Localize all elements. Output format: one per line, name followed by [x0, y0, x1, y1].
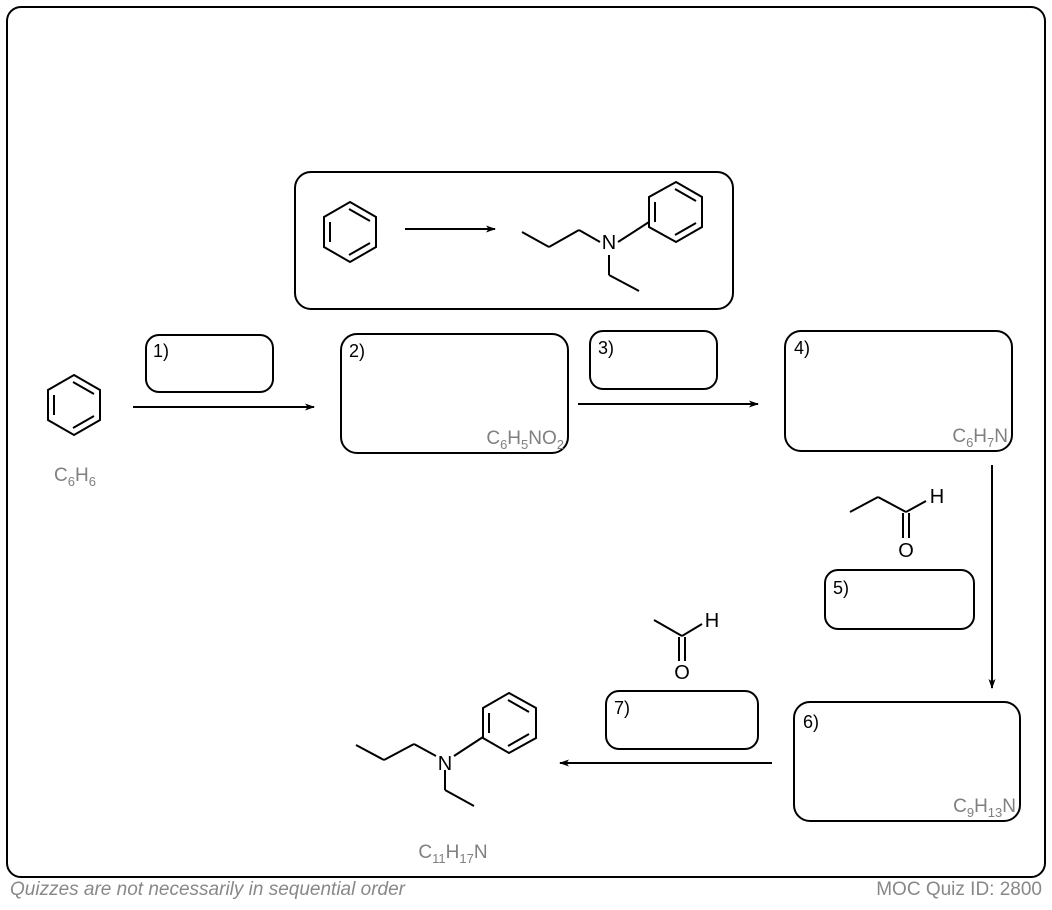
step-7-label: 7) [614, 698, 630, 718]
final-product-nitrogen-atom: N [438, 753, 452, 775]
benzene-structure [47, 373, 101, 437]
step-4-label: 4) [794, 338, 810, 358]
acetaldehyde-structure [653, 619, 703, 661]
acetaldehyde-hydrogen-atom: H [705, 610, 719, 632]
step-2-label: 2) [349, 341, 365, 361]
step-6-formula: C9H13N [953, 796, 1016, 820]
overview-benzene-structure [323, 200, 377, 264]
overview-box [294, 171, 734, 310]
propanal-hydrogen-atom: H [930, 486, 944, 508]
step-3-label: 3) [598, 338, 614, 358]
final-product-structure [355, 691, 537, 807]
overview-product-structure [521, 180, 703, 292]
step-5-reagent-box[interactable] [824, 569, 975, 630]
step-5-label: 5) [833, 578, 849, 598]
propanal-oxygen-atom: O [898, 540, 914, 562]
overview-nitrogen-atom: N [602, 232, 616, 254]
step-3-reagent-box[interactable] [589, 330, 718, 390]
outer-frame [6, 6, 1046, 878]
start-formula: C6H6 [54, 465, 96, 489]
step-1-label: 1) [153, 341, 169, 361]
step-7-reagent-box[interactable] [605, 690, 759, 750]
step-4-formula: C6H7N [952, 426, 1008, 450]
quiz-id: MOC Quiz ID: 2800 [876, 879, 1042, 900]
final-product-formula: C11H17N [418, 842, 487, 866]
footer-note: Quizzes are not necessarily in sequentia… [10, 879, 405, 900]
acetaldehyde-oxygen-atom: O [674, 662, 690, 684]
step-1-reagent-box[interactable] [145, 334, 274, 393]
step-2-formula: C6H5NO2 [486, 428, 564, 452]
propanal-structure [849, 496, 927, 538]
step-2-product-box[interactable] [340, 333, 569, 454]
step-4-product-box[interactable] [784, 330, 1013, 452]
step-6-product-box[interactable] [793, 701, 1021, 822]
step-6-label: 6) [803, 712, 819, 732]
